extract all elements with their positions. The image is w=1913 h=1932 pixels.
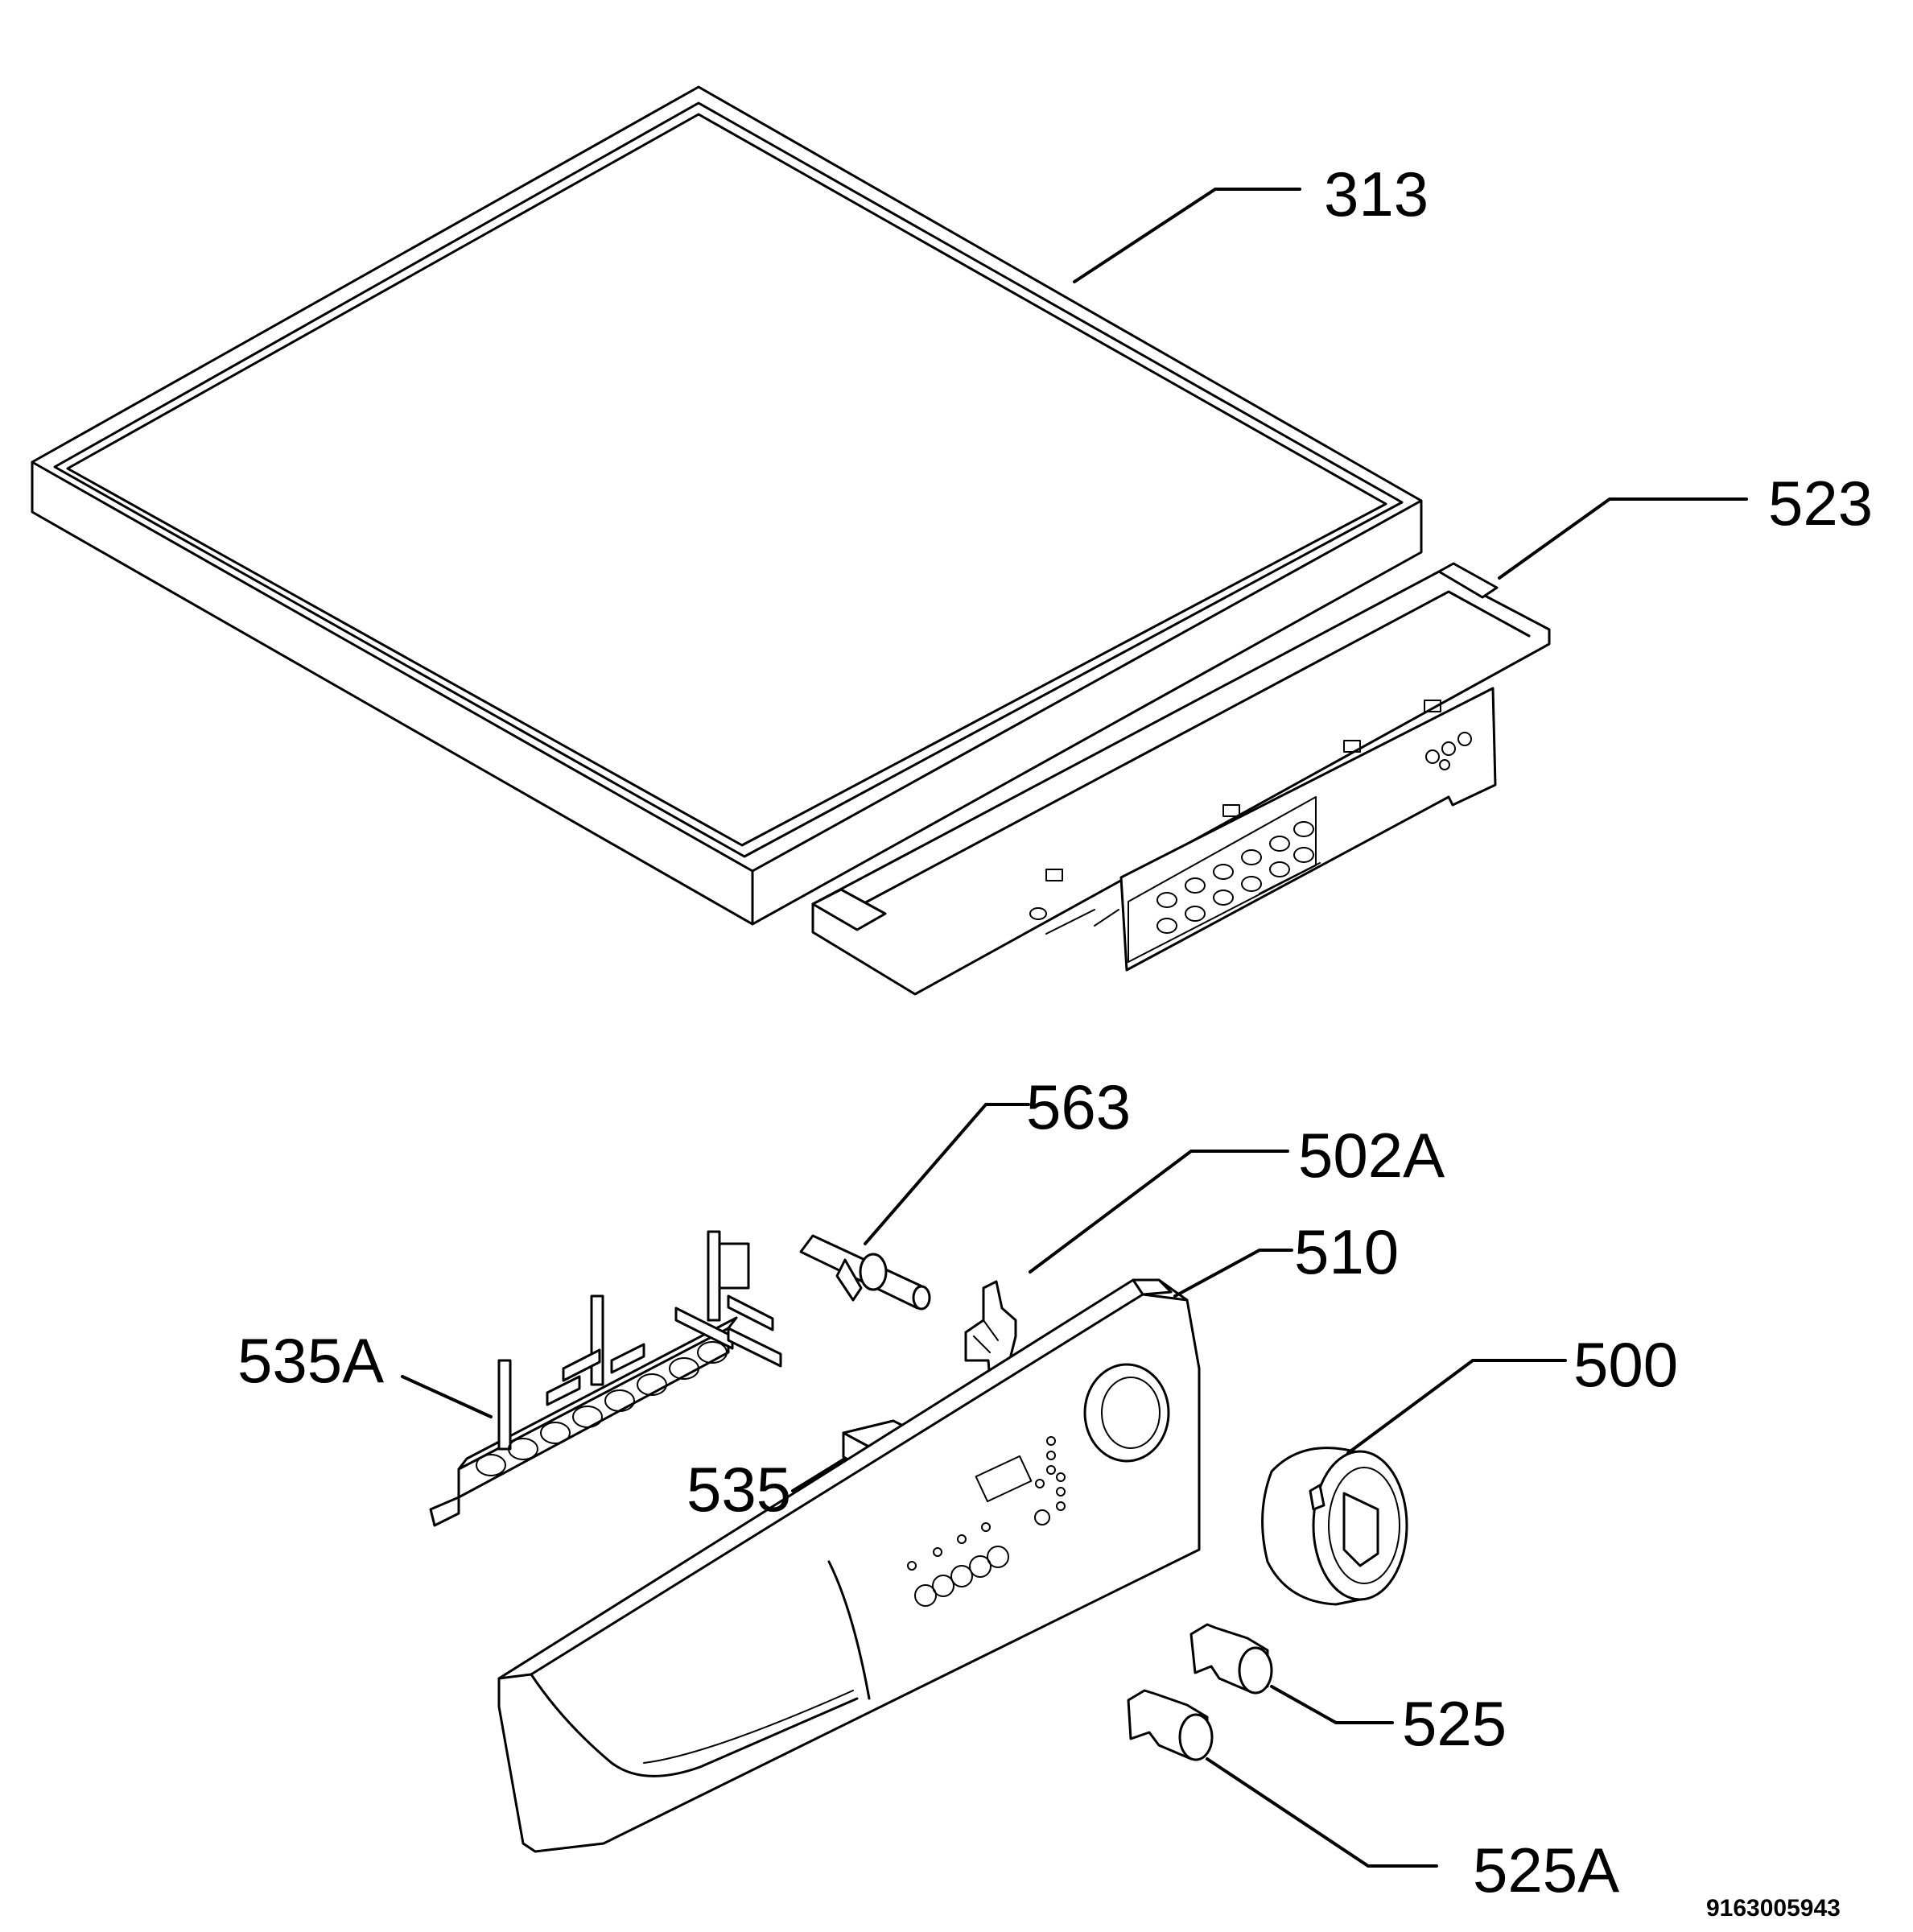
part-563-shaft — [799, 1234, 931, 1311]
label-563: 563 — [1026, 1071, 1131, 1142]
light-guide-pins — [476, 1294, 782, 1476]
part-535A-key-carrier — [429, 1230, 782, 1527]
label-525A: 525A — [1473, 1835, 1619, 1905]
part-523-rear-bracket — [811, 562, 1551, 996]
part-313-top-lid — [31, 85, 1423, 926]
label-535A: 535A — [237, 1325, 384, 1396]
part-500-knob — [1261, 1447, 1408, 1606]
part-510-control-panel — [497, 1278, 1201, 1853]
label-525: 525 — [1402, 1688, 1507, 1759]
part-525-button — [1189, 1623, 1273, 1695]
label-502A: 502A — [1298, 1120, 1445, 1191]
label-500: 500 — [1573, 1329, 1678, 1400]
panel-buttons — [907, 1436, 1066, 1607]
label-535: 535 — [686, 1454, 791, 1525]
drawing-number: 9163005943 — [1706, 1895, 1841, 1922]
leader-lines — [401, 188, 1748, 1868]
part-525A-button — [1127, 1689, 1214, 1761]
label-510: 510 — [1294, 1216, 1399, 1287]
label-313: 313 — [1324, 159, 1429, 229]
label-523: 523 — [1768, 468, 1873, 539]
bracket-holes — [1156, 732, 1472, 934]
